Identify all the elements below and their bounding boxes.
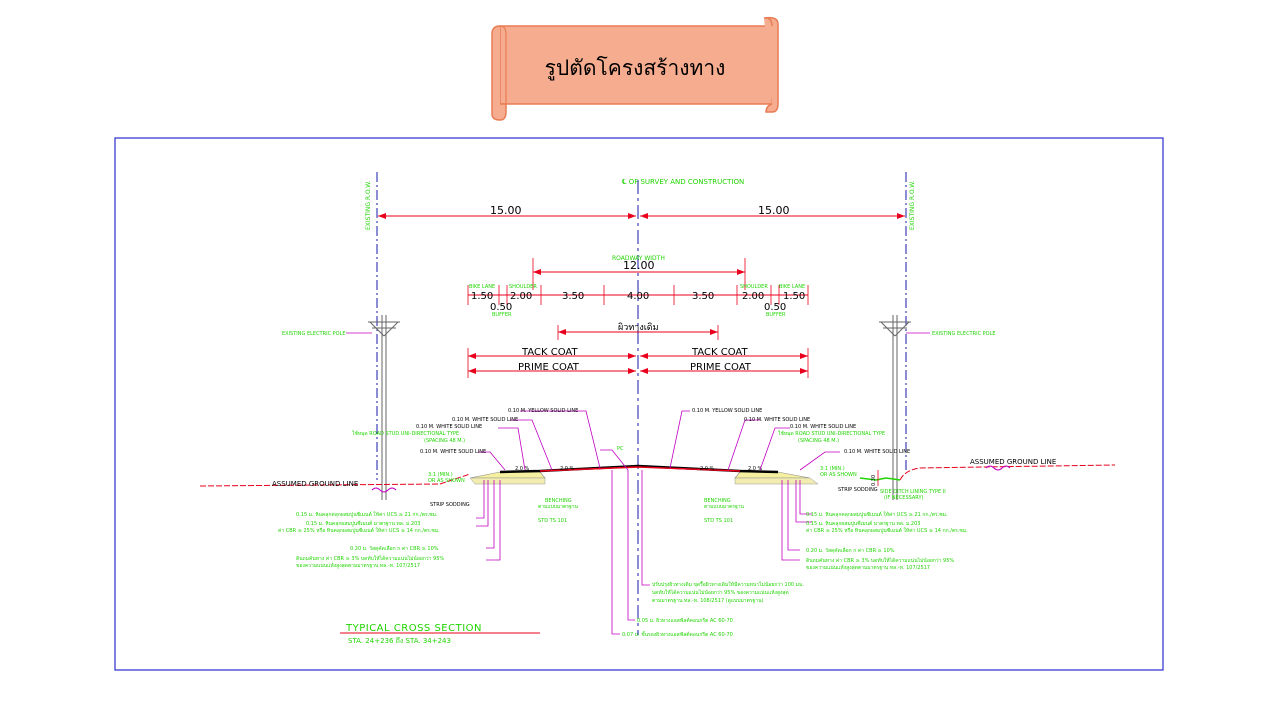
side-ditch xyxy=(859,477,901,481)
prime-coat-right: PRIME COAT xyxy=(690,362,752,373)
white-line-left-1: 0.10 M. WHITE SOLID LINE xyxy=(452,417,518,423)
half-width-left-value: 15.00 xyxy=(490,204,522,217)
electric-pole-right xyxy=(879,315,911,500)
center-note-1: ปรับปรุงผิวทางเดิม ขุดรื้อผิวทางเดิมให้ม… xyxy=(652,579,804,588)
lane-width-4: 4.00 xyxy=(627,291,649,302)
slope-sub-left: OR AS SHOWN xyxy=(428,478,465,484)
drawing-frame xyxy=(114,137,1164,671)
row-label-left: EXISTING R.O.W. xyxy=(365,181,372,230)
left-note-1: 0.15 ม. หินคลุกคลุกผสมปูนซีเมนต์ ให้ค่า … xyxy=(296,511,438,518)
lane-width-5: 3.50 xyxy=(692,291,714,302)
section-title: TYPICAL CROSS SECTION xyxy=(345,623,482,634)
electric-pole-label-left: EXISTING ELECTRIC POLE xyxy=(282,331,346,337)
right-note-4: 0.20 ม. วัสดุคัดเลือก ก ค่า CBR ≥ 10% xyxy=(806,547,895,554)
crown-slope-left: 2.0 % xyxy=(515,466,530,472)
shoulder-label-right: SHOULDER xyxy=(740,284,768,290)
center-note-3: ตามมาตรฐาน ทล.-ท. 108/2517 (ดูแบบมาตรฐาน… xyxy=(652,598,764,604)
bike-lane-label-right: BIKE LANE xyxy=(779,284,805,290)
right-note-3: ค่า CBR ≥ 25% หรือ หินคลุกผสมปูนซีเมนต์ … xyxy=(806,527,968,534)
half-width-right-value: 15.00 xyxy=(758,204,790,217)
ground-line-label-right: ASSUMED GROUND LINE xyxy=(970,458,1056,466)
lane-width-3: 3.50 xyxy=(562,291,584,302)
slope-sub-right: OR AS SHOWN xyxy=(820,472,857,478)
row-label-right: EXISTING R.O.W. xyxy=(909,181,916,230)
slope-label-left: 3:1 (MIN.) xyxy=(428,472,453,478)
roadway-width-value: 12.00 xyxy=(623,259,655,272)
tack-coat-right: TACK COAT xyxy=(691,347,748,358)
ditch-depth: 0.30 xyxy=(871,475,877,486)
bike-lane-label-left: BIKE LANE xyxy=(469,284,495,290)
electric-pole-label-right: EXISTING ELECTRIC POLE xyxy=(932,331,996,337)
station-range: STA. 24+236 ถึง STA. 34+243 xyxy=(348,636,451,645)
benching-right: BENCHING xyxy=(704,498,731,504)
road-stud-right: ใช้หมุด ROAD STUD UNI-DIRECTIONAL TYPE xyxy=(778,430,885,437)
ground-line-right xyxy=(899,464,1116,481)
lane-width-6: 2.00 xyxy=(742,291,764,302)
left-note-2: 0.15 ม. หินคลุกผสมปูนซีเมนต์ มาตรฐาน ทล.… xyxy=(306,520,420,527)
pc-label: PC xyxy=(617,446,624,452)
stud-spacing-left: (SPACING 48 M.) xyxy=(424,438,465,444)
existing-road-label: ผิวทางเดิม xyxy=(618,322,659,333)
roadway-width-label: ROADWAY WIDTH xyxy=(612,255,665,262)
right-note-6: ของความแน่นแห้งสูงสุดตามมาตรฐาน ทล.-ท. 1… xyxy=(806,564,930,571)
center-note-4: 0.05 ม. ผิวทางแอสฟัลต์คอนกรีต AC 60-70 xyxy=(637,617,733,624)
benching-std-left: STD TS 101 xyxy=(538,518,567,524)
road-stud-left: ใช้หมุด ROAD STUD UNI-DIRECTIONAL TYPE xyxy=(352,430,459,437)
white-line-left-2: 0.10 M. WHITE SOLID LINE xyxy=(416,424,482,430)
title-scroll-banner xyxy=(491,16,779,121)
strip-sodding-left: STRIP SODDING xyxy=(430,502,470,508)
white-line-left-3: 0.10 M. WHITE SOLID LINE xyxy=(420,449,486,455)
slide-title: รูปตัดโครงสร้างทาง xyxy=(544,56,726,80)
crown-slope-right: 2.0 % xyxy=(748,466,763,472)
yellow-line-left: 0.10 M. YELLOW SOLID LINE xyxy=(508,408,578,414)
strip-sodding-right: STRIP SODDING xyxy=(838,487,878,493)
right-note-1: 0.15 ม. หินคลุกคลุกผสมปูนซีเมนต์ ให้ค่า … xyxy=(806,511,948,518)
benching-left: BENCHING xyxy=(545,498,572,504)
ground-line-left xyxy=(199,473,471,487)
tack-coat-left: TACK COAT xyxy=(521,347,578,358)
lane-width-7: 1.50 xyxy=(783,291,805,302)
right-note-5: ดินถมคันทาง ค่า CBR ≥ 3% บดทับให้ได้ความ… xyxy=(806,557,954,564)
electric-pole-left xyxy=(368,315,400,500)
left-note-5: ดินถมคันทาง ค่า CBR ≥ 3% บดทับให้ได้ความ… xyxy=(296,555,444,562)
side-ditch-label: SIDE DITCH LINING TYPE II xyxy=(880,489,946,495)
right-note-2: 0.15 ม. หินคลุกผสมปูนซีเมนต์ มาตรฐาน ทล.… xyxy=(806,520,920,527)
pavement-surface xyxy=(499,464,779,474)
centerline-label: ℄ OF SURVEY AND CONSTRUCTION xyxy=(622,178,744,186)
buffer-width-left: 0.50 xyxy=(490,302,512,313)
white-line-right-3: 0.10 M. WHITE SOLID LINE xyxy=(844,449,910,455)
white-line-right-1: 0.10 M. WHITE SOLID LINE xyxy=(744,417,810,423)
white-line-right-2: 0.10 M. WHITE SOLID LINE xyxy=(790,424,856,430)
ground-line-label-left: ASSUMED GROUND LINE xyxy=(272,480,358,488)
benching-sub-left: ตามแบบมาตรฐาน xyxy=(538,504,579,510)
side-ditch-sub: (IF NECESSARY) xyxy=(884,495,924,501)
benching-std-right: STD TS 101 xyxy=(704,518,733,524)
center-note-5: 0.07 ม. ชั้นรองผิวทางแอสฟัลต์คอนกรีต AC … xyxy=(622,629,733,638)
buffer-width-right: 0.50 xyxy=(764,302,786,313)
lane-width-1: 1.50 xyxy=(471,291,493,302)
stud-spacing-right: (SPACING 48 M.) xyxy=(798,438,839,444)
yellow-line-right: 0.10 M. YELLOW SOLID LINE xyxy=(692,408,762,414)
benching-sub-right: ตามแบบมาตรฐาน xyxy=(704,504,745,510)
shoulder-label-left: SHOULDER xyxy=(509,284,537,290)
buffer-label-right: BUFFER xyxy=(766,312,786,318)
surface-red-overlay xyxy=(539,466,741,472)
lane-width-2: 2.00 xyxy=(510,291,532,302)
svg-text:2.0 %: 2.0 % xyxy=(560,466,575,472)
buffer-label-left: BUFFER xyxy=(492,312,512,318)
left-note-6: ของความแน่นแห้งสูงสุดตามมาตรฐาน ทล.-ท. 1… xyxy=(296,562,420,569)
left-note-3: ค่า CBR ≥ 25% หรือ หินคลุกผสมปูนซีเมนต์ … xyxy=(278,527,440,534)
slope-label-right: 3:1 (MIN.) xyxy=(820,466,845,472)
prime-coat-left: PRIME COAT xyxy=(518,362,580,373)
svg-text:2.0 %: 2.0 % xyxy=(700,466,715,472)
center-note-2: บดทับให้ได้ความแน่นไม่น้อยกว่า 95% ของคว… xyxy=(652,589,789,596)
left-note-4: 0.20 ม. วัสดุคัดเลือก ก ค่า CBR ≥ 10% xyxy=(350,545,439,552)
